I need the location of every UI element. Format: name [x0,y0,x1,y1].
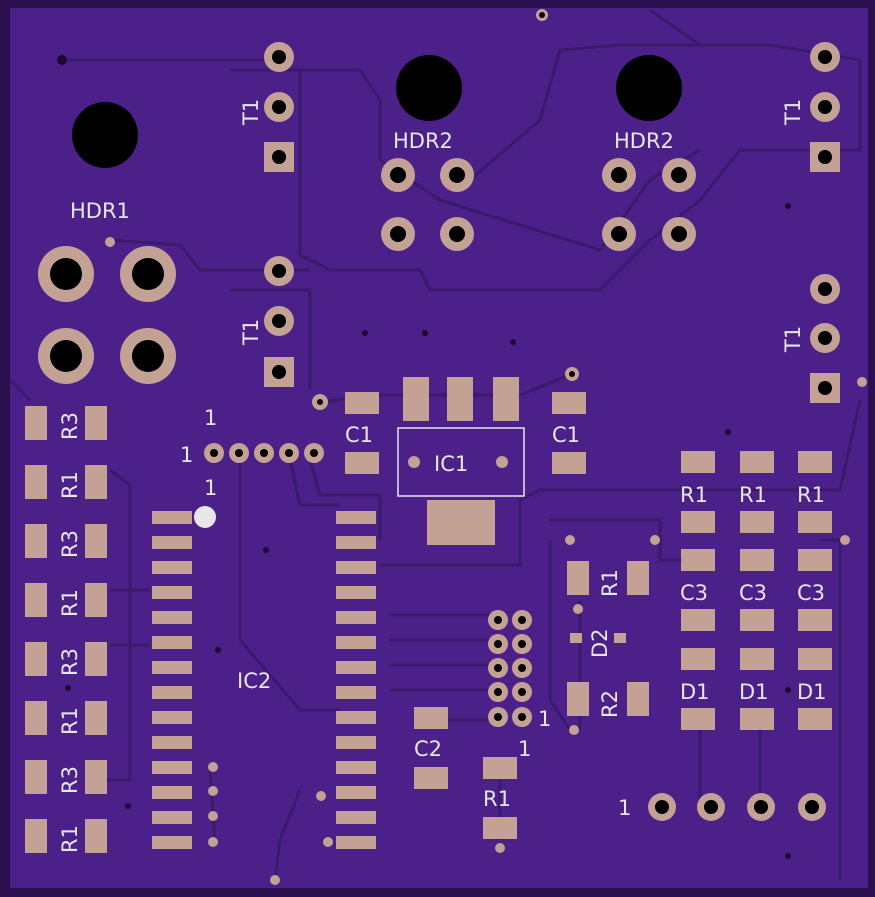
label-r3-b: R3 [58,530,82,558]
label-d1-col1: D1 [680,680,710,704]
pin1-marker-dot [194,506,216,528]
mounting-holes [72,55,682,168]
r1-d2-r2-pads [567,561,649,716]
label-r2: R2 [598,690,622,718]
mounting-hole [72,102,138,168]
label-hdr2-b: HDR2 [614,129,674,153]
label-hdr2-a: HDR2 [393,129,453,153]
label-pin1-hdr-b: 1 [518,737,531,761]
label-pin1-a: 1 [204,406,217,430]
label-t1-d: T1 [781,326,805,353]
hdr1-pad-hole [50,258,82,290]
c2-r1-bottom-pads [414,707,517,839]
label-c3-col3: C3 [797,581,825,605]
hdr2-pad [602,217,636,251]
label-ic1: IC1 [434,452,468,476]
left-resistor-pads [25,406,107,853]
t1-mid-right [810,274,840,403]
pin-header-row [204,443,324,463]
hdr1-pad-hole [132,258,164,290]
label-r1-a: R1 [58,471,82,499]
label-d2: D2 [588,628,612,658]
hdr2-pad [662,217,696,251]
t1-footprints [264,42,840,403]
hdr2-pad [602,158,636,192]
label-pin1-hdr-a: 1 [538,707,551,731]
label-r1-d2: R1 [598,569,622,597]
label-c1-b: C1 [552,423,580,447]
mounting-hole [616,55,682,121]
label-r1-col1: R1 [680,483,708,507]
label-r3-d: R3 [58,766,82,794]
traces [8,8,862,881]
hdr2-pad [381,217,415,251]
silkscreen-labels: HDR1 HDR2 HDR2 T1 T1 T1 T1 R3 R1 R3 R1 R… [58,99,827,853]
label-t1-a: T1 [239,99,263,126]
hdr2-pads [381,158,696,251]
label-ic2: IC2 [237,669,271,693]
label-c2: C2 [414,737,442,761]
t1-top-left [264,42,294,172]
hdr2-pad [440,158,474,192]
label-r1-col2: R1 [739,483,767,507]
hdr1-pads [38,246,176,384]
t1-top-right [810,42,840,172]
label-d1-col2: D1 [739,680,769,704]
ic1-outline [397,427,525,497]
vias [57,9,867,885]
label-pin1-b: 1 [180,443,193,467]
label-t1-b: T1 [781,99,805,126]
label-c3-col2: C3 [739,581,767,605]
label-r1-c: R1 [58,707,82,735]
hdr2-pad [440,217,474,251]
label-r1-col3: R1 [797,483,825,507]
mounting-hole [396,55,462,121]
label-t1-c: T1 [239,319,263,346]
label-r3-c: R3 [58,648,82,676]
label-r1-bottom: R1 [483,787,511,811]
t1-mid-left [264,256,294,387]
label-pin1-bottom: 1 [618,796,631,820]
label-c1-a: C1 [345,423,373,447]
label-hdr1: HDR1 [70,199,130,223]
c1-ic1-pads [345,377,586,545]
label-r3-a: R3 [58,412,82,440]
hdr2-pad [381,158,415,192]
label-c3-col1: C3 [680,581,708,605]
ic2-pads [152,511,376,849]
hdr1-pad-hole [50,340,82,372]
label-r1-b: R1 [58,589,82,617]
label-d1-col3: D1 [797,680,827,704]
label-pin1-c: 1 [204,476,217,500]
right-column-pads [681,451,832,730]
hdr1-pad-hole [132,340,164,372]
bottom-connector [648,793,826,821]
ic1-via [496,456,508,468]
hdr2-pad [662,158,696,192]
header-2x5 [488,610,532,727]
ic1-via [408,456,420,468]
label-r1-d: R1 [58,825,82,853]
